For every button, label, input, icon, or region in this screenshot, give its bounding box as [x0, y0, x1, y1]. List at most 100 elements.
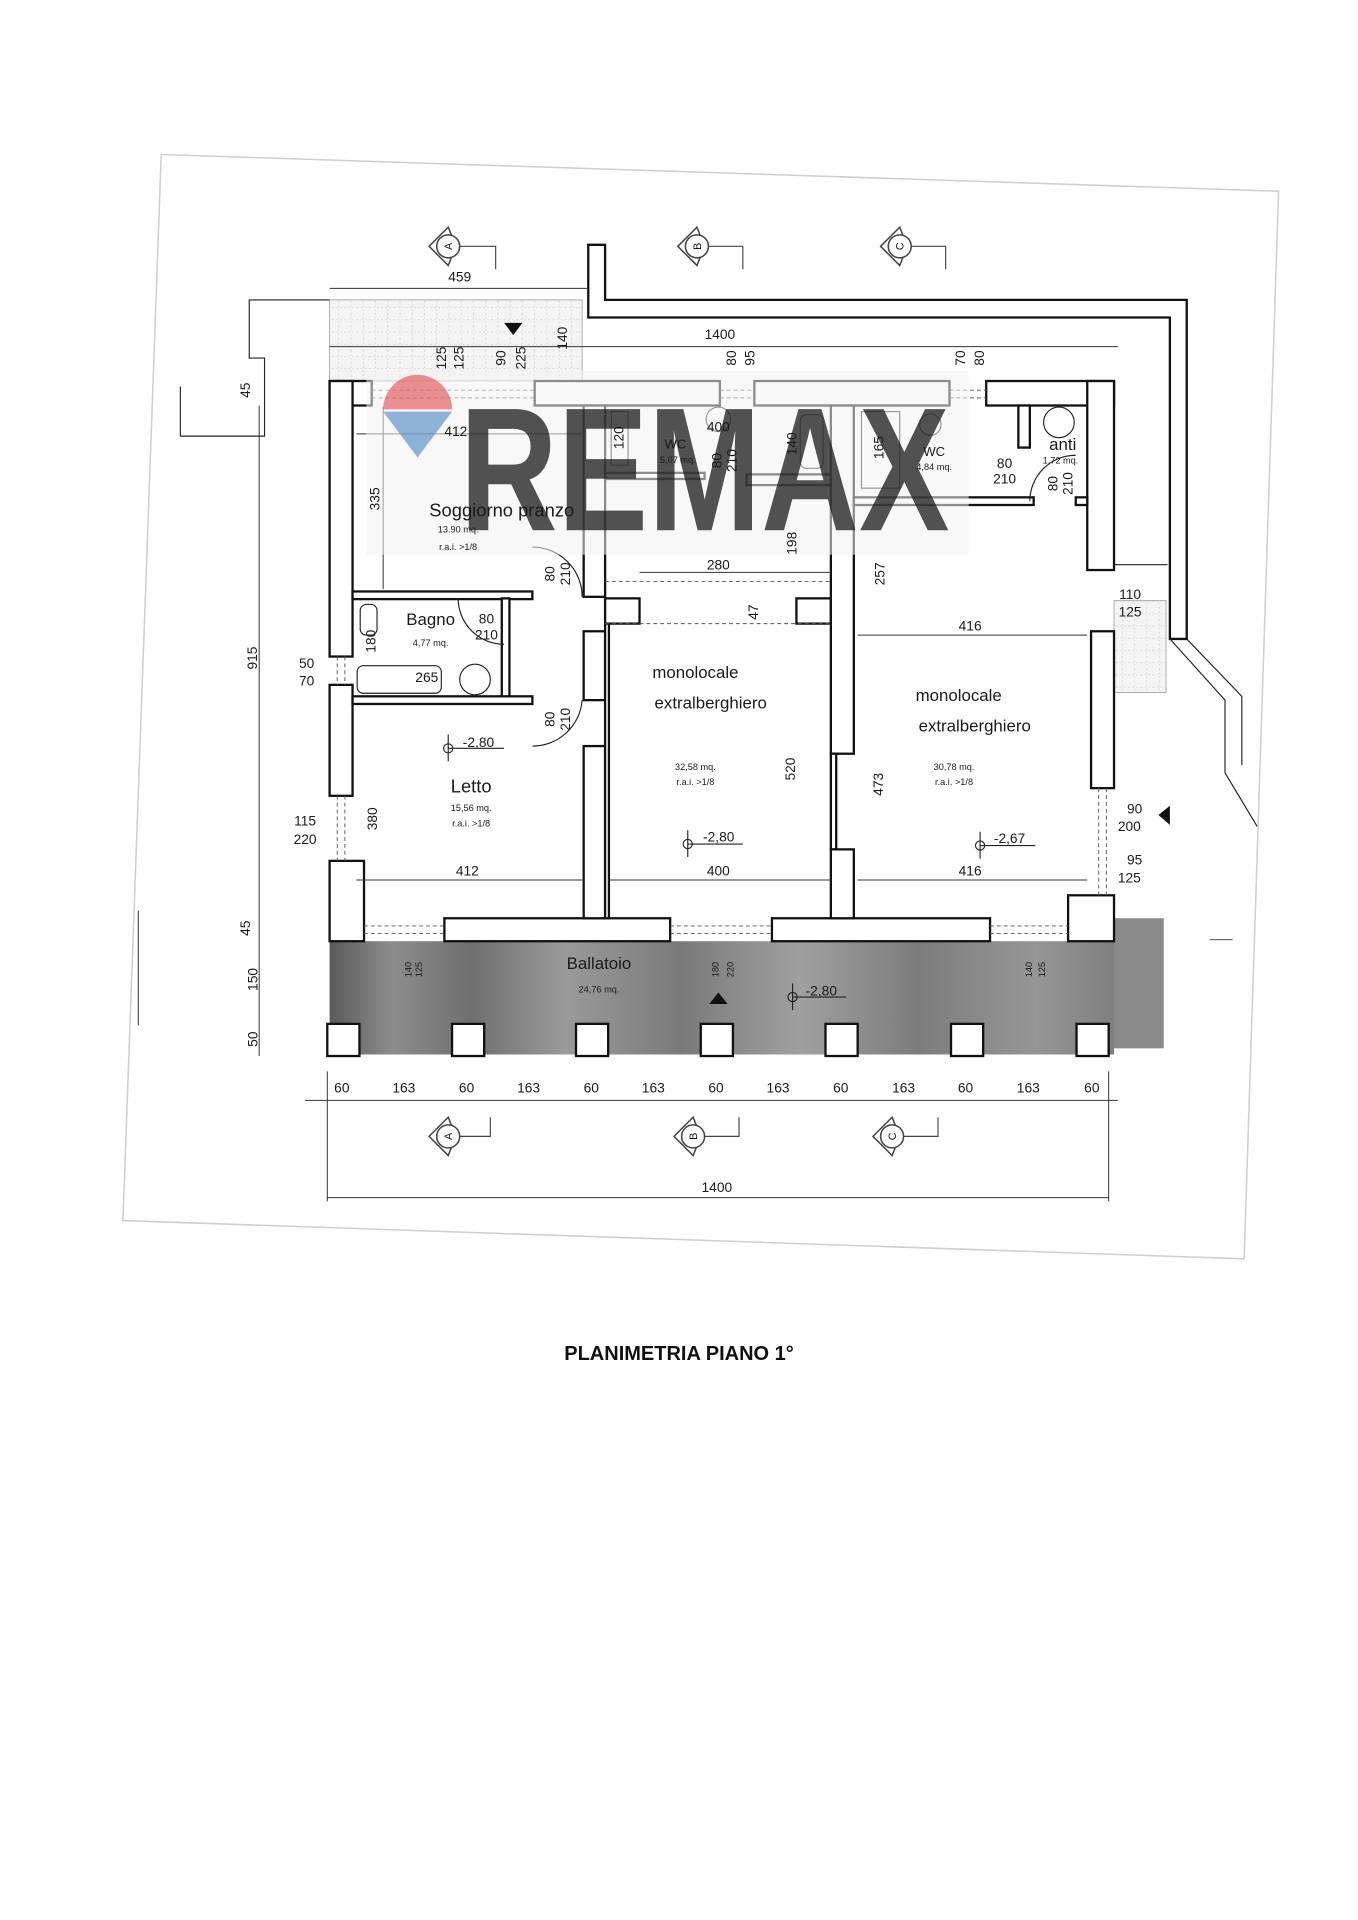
dim-bagno-depth: 180 — [364, 629, 379, 652]
remax-balloon-logo — [383, 374, 453, 410]
dim-mono2-window2: 95 — [1127, 853, 1143, 868]
room-area-anti: 1,72 mq. — [1043, 456, 1079, 466]
section-marker-bottom-a: A — [427, 1115, 491, 1157]
dim-left-bottom: 45 — [238, 920, 253, 936]
dim-soggiorno-door: 80 — [543, 566, 558, 582]
dim-anti-door1: 80 — [997, 456, 1013, 471]
dim-soggiorno-door: 210 — [558, 562, 573, 585]
dim-left-bottom: 150 — [246, 968, 261, 991]
room-name-letto: Letto — [451, 776, 492, 797]
dim-soggiorno-depth: 335 — [367, 487, 382, 510]
dim-top-small: 90 — [494, 350, 509, 366]
dim-mono2-top-depth: 257 — [872, 562, 887, 585]
dim-column: 60 — [833, 1081, 849, 1096]
room-rai-mono1: r.a.i. >1/8 — [676, 777, 714, 787]
entrance-arrow-icon — [709, 992, 728, 1004]
section-marker-top-b: B — [676, 225, 744, 270]
dim-soggiorno-width: 412 — [444, 424, 467, 439]
section-marker-bottom-c: C — [871, 1115, 939, 1157]
dim-anti-door2: 80 — [1045, 476, 1060, 492]
dim-top-small: 70 — [953, 350, 968, 366]
room-area-mono2: 30,78 mq. — [934, 762, 975, 772]
level-mono1: -2,80 — [703, 830, 735, 845]
section-marker-top-c: C — [879, 225, 947, 270]
dim-column: 60 — [459, 1081, 475, 1096]
dim-wc1-door: 210 — [725, 449, 740, 472]
dim-span: 163 — [392, 1081, 415, 1096]
room-area-mono1: 32,58 mq. — [675, 762, 716, 772]
dim-window-letto: 220 — [294, 832, 317, 847]
dim-ballatoio-opening: 125 — [1037, 962, 1047, 977]
dimension-labels: 459 1400 140 125 125 90 225 80 95 70 80 … — [238, 270, 1143, 1196]
dim-column: 60 — [1084, 1081, 1100, 1096]
dim-letto-depth: 380 — [365, 807, 380, 830]
dim-span: 163 — [517, 1081, 540, 1096]
room-name-ballatoio: Ballatoio — [567, 954, 632, 973]
level-marker-icons — [443, 734, 1036, 1011]
room-area-wc1: 5,07 mq. — [660, 455, 696, 465]
dim-bagno-door: 80 — [479, 612, 495, 627]
dim-left-bottom: 50 — [246, 1031, 261, 1047]
dim-bottom-overall: 1400 — [702, 1180, 733, 1195]
svg-text:C: C — [895, 242, 907, 250]
dim-wc2-depth: 165 — [872, 436, 887, 459]
room-name-wc1: WC — [665, 436, 687, 451]
room-rai-soggiorno: r.a.i. >1/8 — [439, 542, 477, 552]
room-labels: Soggiorno pranzo 13.90 mq. r.a.i. >1/8 W… — [406, 435, 1078, 999]
svg-text:C: C — [887, 1132, 899, 1140]
dim-bagno-bath: 265 — [415, 670, 438, 685]
dim-anti-door2: 210 — [1061, 472, 1076, 495]
dim-wc1-width: 400 — [707, 420, 730, 435]
level-letto: -2,80 — [463, 735, 495, 750]
room-area-wc2: 4,84 mq. — [916, 462, 952, 472]
dim-terrace-width: 459 — [448, 270, 471, 285]
dim-corridor-step: 47 — [746, 604, 761, 619]
svg-text:B: B — [692, 243, 704, 250]
section-marker-bottom-b: B — [672, 1115, 740, 1157]
ballatoio-side — [1114, 918, 1164, 1049]
dim-span: 163 — [767, 1081, 790, 1096]
remax-watermark: REMAX — [366, 371, 969, 568]
dim-corridor-width: 280 — [707, 557, 730, 572]
dim-top-small: 95 — [742, 350, 757, 366]
svg-text:A: A — [443, 1132, 455, 1140]
dim-ballatoio-opening: 220 — [726, 962, 736, 977]
dim-window-letto: 115 — [294, 814, 316, 829]
dim-ballatoio-opening: 140 — [403, 962, 413, 977]
room-rai-mono2: r.a.i. >1/8 — [935, 777, 973, 787]
dim-mono2-door: 110 — [1119, 587, 1141, 602]
entrance-arrow-icon — [504, 322, 523, 336]
window-lines — [336, 389, 1107, 935]
dim-column: 60 — [708, 1081, 724, 1096]
room-name-soggiorno: Soggiorno pranzo — [429, 499, 574, 520]
dim-window-bagno: 50 — [299, 656, 315, 671]
dim-bagno-door: 210 — [475, 628, 498, 643]
dim-window-bagno: 70 — [299, 674, 315, 689]
dim-top-small: 125 — [434, 346, 449, 369]
dim-mono2-depth: 473 — [871, 773, 886, 796]
room-name-wc2: WC — [923, 444, 945, 459]
dim-corridor-depth: 198 — [784, 531, 799, 554]
dim-ballatoio-opening: 140 — [1024, 962, 1034, 977]
dim-letto-door: 80 — [543, 711, 558, 727]
dim-mono2-window2: 125 — [1118, 870, 1141, 885]
dim-span: 163 — [1017, 1081, 1040, 1096]
dim-left-overall: 915 — [245, 646, 260, 669]
room-area-ballatoio: 24,76 mq. — [579, 984, 620, 994]
external-wall-diagonal — [1169, 638, 1258, 827]
dim-mono1-depth: 520 — [783, 757, 798, 780]
dim-anti-door1: 210 — [993, 472, 1016, 487]
dim-letto-width: 412 — [456, 863, 479, 878]
room-rai-letto: r.a.i. >1/8 — [452, 818, 490, 828]
room-name-mono1-line2: extralberghiero — [655, 694, 767, 713]
dim-mono2-window1: 90 — [1127, 801, 1143, 816]
dim-mono2-door: 125 — [1119, 605, 1142, 620]
dim-top-overall: 1400 — [705, 327, 736, 342]
dim-mono2-width: 416 — [959, 863, 982, 878]
dim-mono2-top-width: 416 — [959, 619, 982, 634]
dim-wc1-door: 80 — [709, 453, 724, 469]
dim-top-small: 125 — [452, 346, 467, 369]
room-name-mono1-line1: monolocale — [652, 663, 738, 682]
entrance-arrow-icon — [1158, 805, 1170, 825]
